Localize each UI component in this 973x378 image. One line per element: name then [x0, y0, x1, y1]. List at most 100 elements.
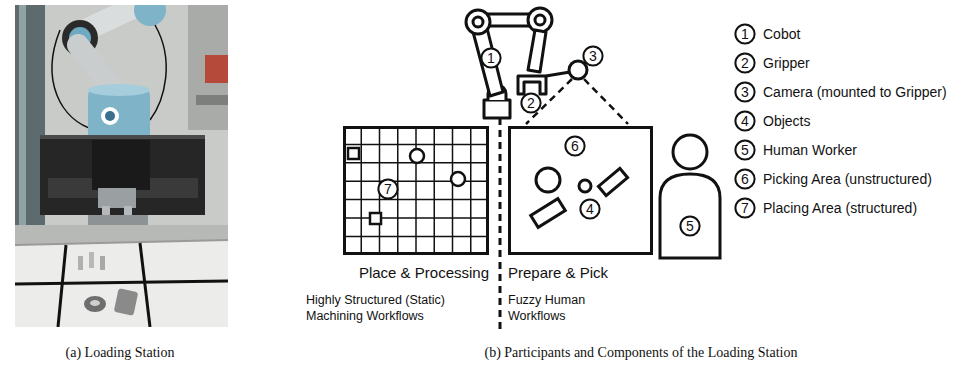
loading-station-photo-part [15, 281, 228, 284]
picking-objects-part [531, 199, 566, 228]
workflow-note: Highly Structured (Static) Machining Wor… [306, 292, 490, 324]
callout-circle: 3 [734, 81, 756, 103]
caption: (a) Loading Station [66, 345, 175, 361]
picking-objects [531, 168, 628, 227]
legend-text: Picking Area (unstructured) [763, 170, 932, 188]
loading-station-photo-part [134, 5, 166, 26]
loading-station-photo-part [114, 288, 139, 316]
callout-circle: 2 [520, 92, 542, 114]
callout-number: 7 [734, 197, 756, 219]
loading-station-photo-part [88, 88, 150, 143]
legend-text: Objects [763, 112, 810, 130]
cobot-figure-part [546, 72, 570, 76]
cobot-figure-part [473, 17, 483, 27]
placed-objects-part [451, 172, 465, 186]
placed-objects-part [348, 148, 359, 159]
picking-objects-part [579, 180, 591, 192]
callout-number: 5 [679, 215, 701, 237]
loading-station-photo-part [140, 243, 150, 327]
loading-station-photo [15, 5, 228, 327]
human-worker-part [673, 135, 707, 169]
callout-circle: 7 [734, 197, 756, 219]
callout-circle: 7 [377, 178, 399, 200]
placing-grid-part [343, 236, 489, 238]
loading-station-photo-part [98, 188, 136, 208]
cobot-figure [466, 8, 587, 118]
loading-station-photo-part [15, 240, 228, 327]
caption: (b) Participants and Components of the L… [484, 345, 797, 361]
callout-number: 7 [377, 178, 399, 200]
callout-number: 6 [734, 168, 756, 190]
loading-station-photo-part [58, 245, 66, 327]
placing-grid-part [343, 199, 489, 201]
loading-station-photo-part [150, 25, 166, 120]
human-worker-part [660, 174, 720, 258]
callout-number: 6 [564, 135, 586, 157]
loading-station-photo-part [40, 135, 205, 139]
callout-circle: 4 [579, 198, 601, 220]
cobot-figure-part [466, 10, 490, 34]
callout-circle: 6 [734, 168, 756, 190]
callout-number: 4 [579, 198, 601, 220]
loading-station-photo-part [92, 140, 150, 190]
cobot-figure-part [535, 15, 545, 25]
placing-grid-part [343, 180, 489, 182]
callout-circle: 2 [734, 52, 756, 74]
loading-station-photo-part [105, 111, 115, 121]
callout-number: 1 [480, 47, 502, 69]
loading-station-photo-part [100, 256, 105, 270]
callout-circle: 5 [679, 215, 701, 237]
separator-line-part [499, 118, 502, 332]
camera-view-part [584, 79, 628, 124]
legend-text: Placing Area (structured) [763, 199, 917, 217]
placed-objects-part [410, 149, 424, 163]
callout-number: 4 [734, 110, 756, 132]
legend-text: Human Worker [763, 141, 857, 159]
callout-circle: 4 [734, 110, 756, 132]
cobot-figure-part [528, 30, 546, 72]
loading-station-photo-part [88, 84, 150, 96]
placing-grid-part [343, 217, 489, 219]
cobot-figure-part [569, 61, 587, 79]
separator-line [500, 118, 501, 332]
cobot-figure-part [518, 76, 546, 94]
area-heading: Prepare & Pick [508, 264, 608, 281]
callout-number: 1 [734, 23, 756, 45]
loading-station-photo-part [188, 5, 228, 130]
area-box: Prepare & Pick64 [508, 126, 653, 255]
callout-circle: 5 [734, 139, 756, 161]
picking-objects-part [598, 168, 627, 195]
placing-grid-part [343, 144, 489, 146]
loading-station-photo-part [196, 95, 228, 105]
area-box: Place & Processing7 [343, 126, 489, 255]
area-heading: Place & Processing [359, 264, 489, 281]
placed-objects [348, 148, 465, 224]
human-worker [660, 135, 720, 258]
legend-text: Cobot [763, 25, 800, 43]
loading-station-photo-part [90, 300, 100, 306]
callout-number: 2 [734, 52, 756, 74]
callout-number: 3 [582, 45, 604, 67]
callout-number: 5 [734, 139, 756, 161]
loading-station-photo-part [78, 256, 83, 270]
picking-objects-part [536, 168, 560, 192]
cobot-figure-part [528, 8, 552, 32]
workflow-note: Fuzzy Human Workflows [508, 292, 604, 324]
callout-number: 3 [734, 81, 756, 103]
callout-circle: 6 [564, 135, 586, 157]
placed-objects-part [370, 213, 381, 224]
loading-station-photo-part [40, 135, 205, 215]
callout-circle: 1 [480, 47, 502, 69]
loading-station-photo-part [15, 240, 228, 245]
callout-number: 2 [520, 92, 542, 114]
loading-station-photo-part [84, 296, 106, 312]
legend-text: Gripper [763, 54, 810, 72]
loading-station-photo-part [19, 5, 26, 245]
callout-circle: 1 [734, 23, 756, 45]
legend-text: Camera (mounted to Gripper) [763, 83, 947, 101]
loading-station-photo-part [89, 252, 94, 268]
cobot-figure-part [484, 100, 510, 118]
loading-station-photo-part [205, 55, 228, 83]
callout-circle: 3 [582, 45, 604, 67]
